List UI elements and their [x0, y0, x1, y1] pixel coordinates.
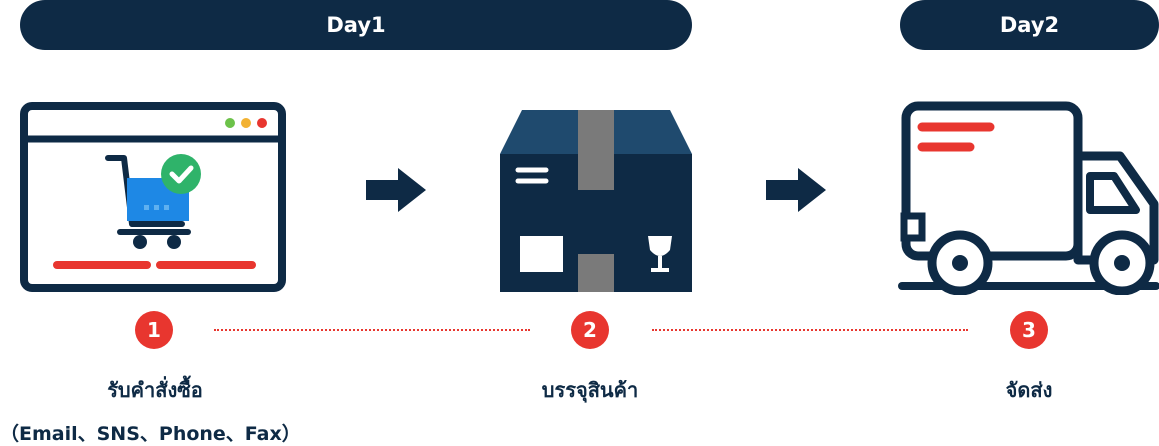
step-1-number: 1 [147, 318, 161, 342]
dotted-connector [652, 329, 968, 331]
dotted-connector [214, 329, 530, 331]
day1-label: Day1 [326, 13, 386, 37]
step-2-number: 2 [583, 318, 597, 342]
package-box-icon [500, 110, 692, 296]
step-2-label: บรรจุสินค้า [541, 378, 639, 402]
step-1-label: รับคำสั่งซื้อ [107, 378, 203, 402]
arrow-right-icon [366, 168, 426, 216]
step-3-number: 3 [1022, 318, 1036, 342]
shopping-cart-browser-icon [20, 102, 286, 296]
step-1-sublabel: （Email、SNS、Phone、Fax） [0, 423, 301, 445]
arrow-right-icon [766, 168, 826, 216]
day1-header: Day1 [20, 0, 692, 50]
step-2-badge: 2 [571, 311, 609, 349]
step-3-badge: 3 [1010, 311, 1048, 349]
day2-header: Day2 [900, 0, 1159, 50]
step-3-label: จัดส่ง [1005, 378, 1053, 402]
day2-label: Day2 [999, 13, 1060, 37]
step-1-badge: 1 [135, 311, 173, 349]
delivery-truck-icon [898, 100, 1159, 299]
